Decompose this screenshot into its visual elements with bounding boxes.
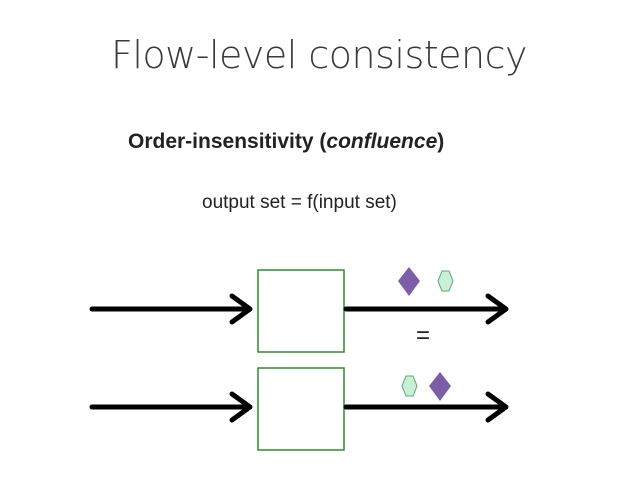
top-diamond-icon (398, 267, 420, 296)
subtitle-suffix: ) (437, 130, 445, 153)
top-flow (89, 267, 509, 353)
top-operator-box (257, 269, 345, 353)
bottom-flow (89, 367, 509, 451)
bottom-operator-box (257, 367, 345, 451)
slide-title: Flow-level consistency (110, 33, 528, 77)
top-input-arrow (89, 293, 253, 325)
top-output-arrow (343, 293, 509, 325)
subtitle-emphasis: confluence (326, 130, 438, 153)
subtitle: Order-insensitivity (confluence) (128, 130, 444, 154)
equals-sign: = (416, 322, 431, 349)
bottom-output-arrow (343, 391, 509, 423)
top-hexagon-icon (437, 270, 454, 292)
bottom-hexagon-icon (401, 375, 418, 397)
bottom-diamond-icon (429, 372, 451, 401)
formula: output set = f(input set) (202, 192, 397, 213)
subtitle-prefix: Order-insensitivity ( (128, 130, 327, 153)
bottom-input-arrow (89, 391, 253, 423)
